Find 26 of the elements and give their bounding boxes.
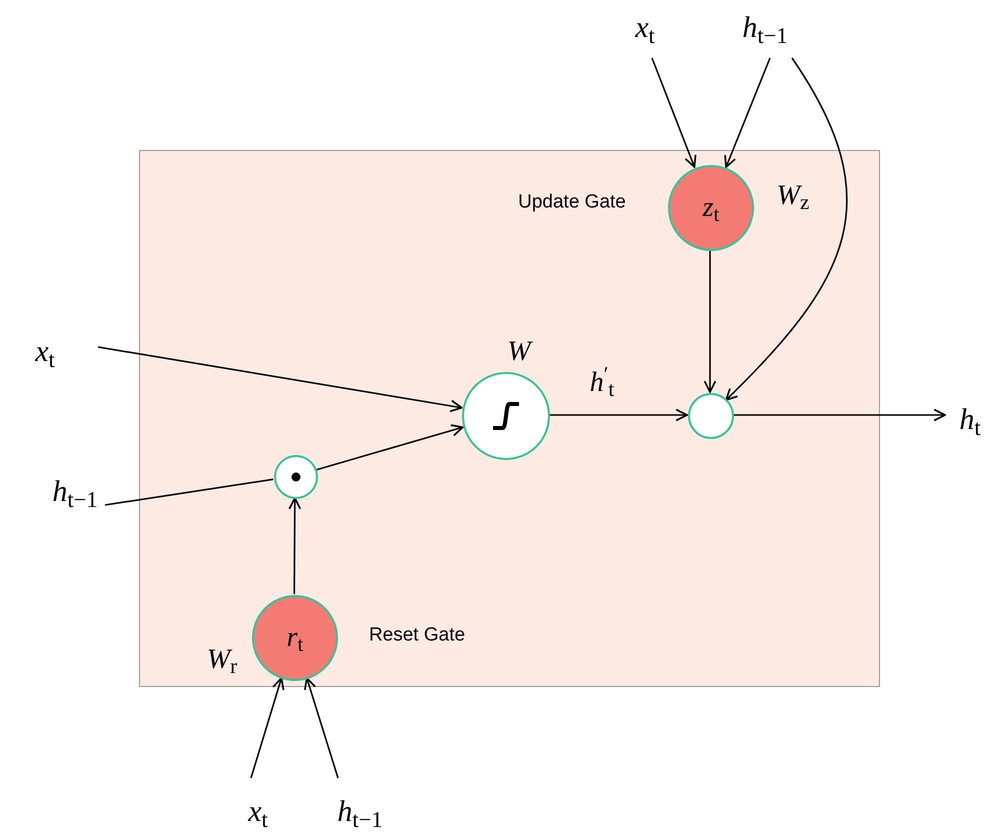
cell-frame [139, 150, 880, 687]
arrow [549, 408, 688, 422]
arrow [250, 677, 284, 778]
variable-label: h$_{t−1}$ [742, 13, 788, 43]
variable-label: h$_{t}$ [959, 405, 981, 435]
arrow [304, 677, 339, 778]
gate-label: Update Gate [518, 192, 626, 212]
arrow [724, 58, 771, 168]
weight-label: W [507, 338, 531, 366]
weight-label: W$_{r}$ [206, 646, 238, 674]
gate-symbol: r$_{t}$ [286, 624, 304, 652]
variable-label: x$_{t}$ [248, 797, 268, 827]
variable-label: h$_{t−1}$ [52, 477, 98, 507]
arrow [651, 58, 696, 168]
variable-label: x$_{t}$ [35, 337, 55, 367]
arrow [288, 497, 302, 594]
variable-label: x$_{t}$ [635, 13, 655, 43]
gate-symbol: z$_{t}$ [702, 194, 720, 222]
weight-label: W$_{z}$ [776, 182, 810, 210]
gate-label: Reset Gate [368, 626, 466, 644]
arrow [704, 250, 716, 393]
variable-label: h$_{t−1}$ [337, 797, 383, 827]
arrow [733, 408, 946, 422]
arrow [98, 346, 462, 412]
arrow [316, 424, 464, 471]
arrow [725, 58, 848, 401]
